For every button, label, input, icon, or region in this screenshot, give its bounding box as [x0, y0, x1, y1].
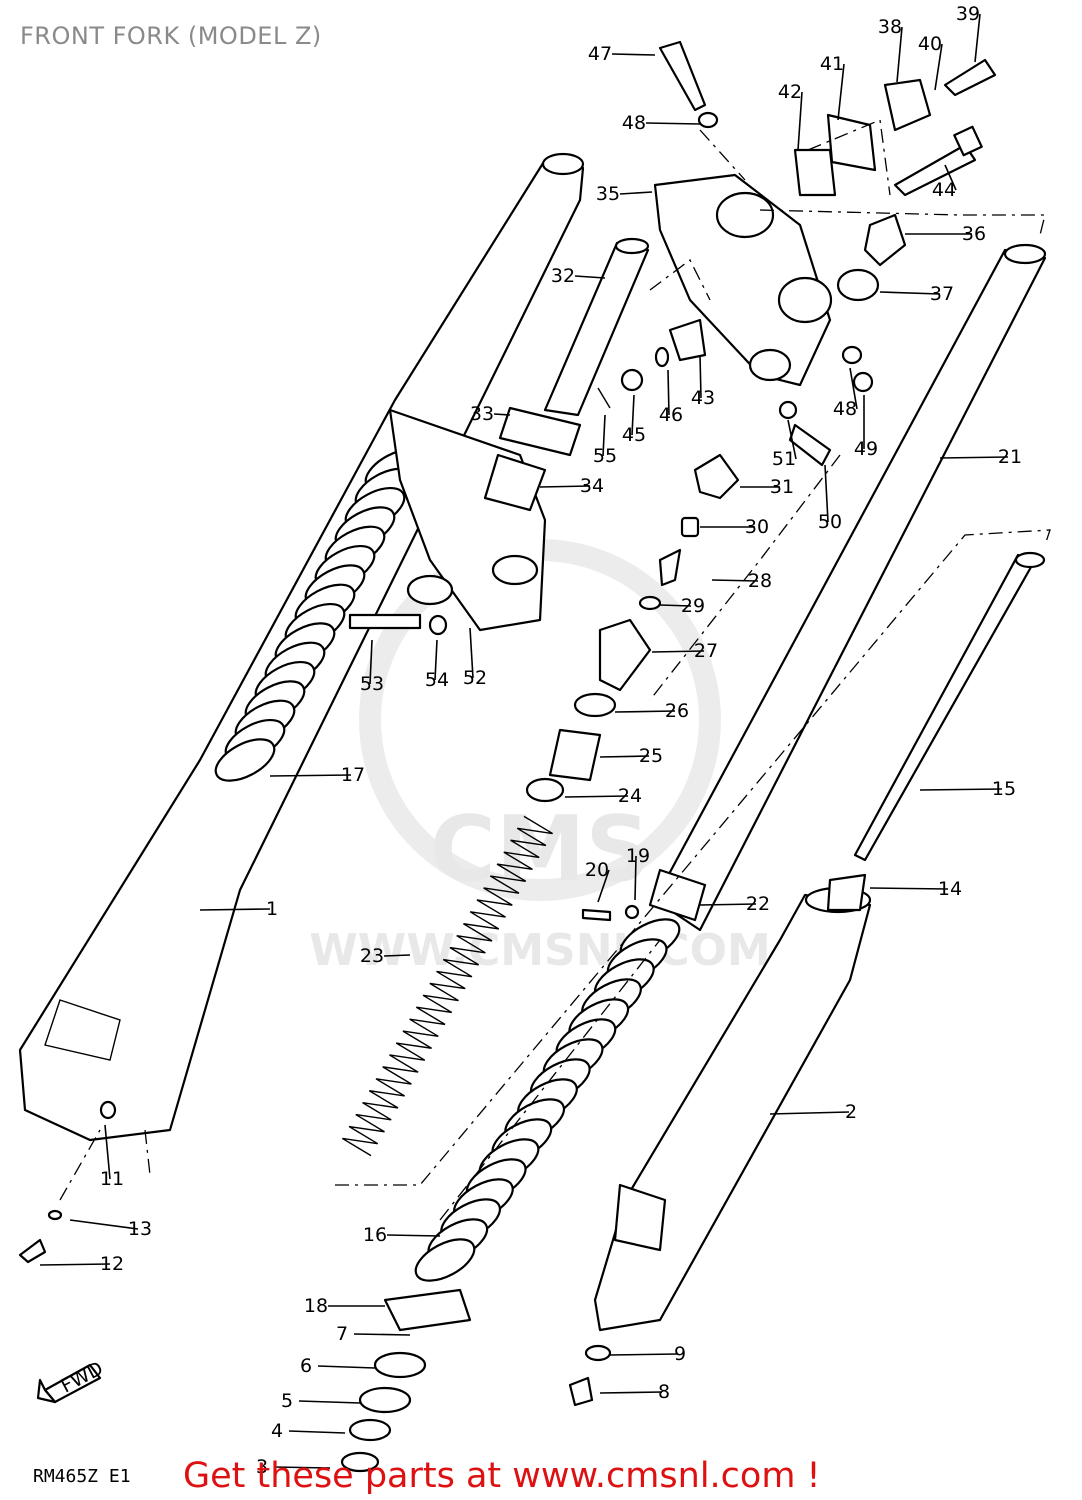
part-26-o-ring [573, 692, 617, 718]
callout-22: 22 [746, 893, 770, 915]
part-47-bolt [658, 40, 719, 129]
part-6-5-4-3-lower-seals [340, 1351, 427, 1473]
callout-19: 19 [626, 845, 650, 867]
assembly-guide-lines [59, 119, 1051, 1221]
callout-45: 45 [622, 424, 646, 446]
part-32-steering-stem [483, 237, 650, 512]
callout-34: 34 [580, 475, 604, 497]
callout-2: 2 [845, 1101, 857, 1123]
part-23-spring [342, 815, 553, 1157]
callout-54: 54 [425, 669, 449, 691]
callout-12: 12 [100, 1253, 124, 1275]
callout-38: 38 [878, 16, 902, 38]
callout-37: 37 [930, 283, 954, 305]
callout-14: 14 [938, 878, 962, 900]
watermark-logo-text: CMS [430, 797, 650, 902]
callout-51: 51 [772, 448, 796, 470]
callout-36: 36 [962, 223, 986, 245]
callout-7: 7 [336, 1323, 348, 1345]
part-19-20-small-bolts [581, 904, 640, 922]
callout-28: 28 [748, 570, 772, 592]
part-36-bolt [863, 213, 907, 267]
callout-26: 26 [665, 700, 689, 722]
part-27-cap-bolt [598, 618, 652, 692]
part-35-upper-bracket [653, 173, 833, 387]
callout-29: 29 [681, 595, 705, 617]
diagram-title: FRONT FORK (MODEL Z) [20, 22, 322, 50]
part-28-air-valve [658, 548, 682, 587]
diagram-code: RM465Z E1 [33, 1466, 131, 1487]
part-2-right-outer-tube [593, 873, 872, 1332]
callout-20: 20 [585, 859, 609, 881]
part-21-right-inner-tube [648, 243, 1047, 932]
part-44-bolt [893, 125, 983, 197]
part-29-o-ring [638, 595, 662, 611]
callout-40: 40 [918, 33, 942, 55]
part-48-49-50-51-hardware [778, 345, 874, 467]
fwd-arrow-badge: FWD [36, 1357, 107, 1404]
part-17-left-fork-boot [214, 448, 426, 782]
callout-9: 9 [674, 1343, 686, 1365]
part-41-42-handlebar-holders [793, 78, 932, 197]
callout-55: 55 [593, 445, 617, 467]
callout-16: 16 [363, 1224, 387, 1246]
callout-43: 43 [691, 387, 715, 409]
callout-25: 25 [639, 745, 663, 767]
watermark-url-text: WWW.CMSNL.COM [309, 925, 771, 976]
callout-48: 48 [622, 112, 646, 134]
callout-50: 50 [818, 511, 842, 533]
part-15-damper-rod [853, 551, 1046, 862]
callout-44: 44 [932, 179, 956, 201]
callout-35: 35 [596, 183, 620, 205]
part-11-12-13-hardware [18, 1100, 117, 1264]
part-18-7-boot-clamp [383, 1288, 472, 1332]
callout-47: 47 [588, 43, 612, 65]
callout-41: 41 [820, 53, 844, 75]
callout-48: 48 [833, 398, 857, 420]
callout-8: 8 [658, 1381, 670, 1403]
callout-31: 31 [770, 476, 794, 498]
part-25-spacer [548, 728, 602, 782]
part-30-cap [680, 516, 700, 538]
callout-5: 5 [281, 1390, 293, 1412]
watermark: CMS WWW.CMSNL.COM [309, 539, 771, 976]
callout-42: 42 [778, 81, 802, 103]
callout-21: 21 [998, 446, 1022, 468]
callout-27: 27 [694, 640, 718, 662]
callout-1: 1 [266, 898, 278, 920]
fwd-label: FWD [57, 1357, 106, 1397]
part-31-cap [693, 453, 740, 500]
callout-33: 33 [470, 403, 494, 425]
buy-parts-link[interactable]: Get these parts at www.cmsnl.com ! [183, 1456, 821, 1496]
callout-32: 32 [551, 265, 575, 287]
callout-49: 49 [854, 438, 878, 460]
part-43-45-46-small-parts [597, 318, 707, 409]
callout-13: 13 [128, 1218, 152, 1240]
part-24-seat [525, 777, 565, 803]
part-53-bolt [348, 613, 422, 630]
part-8-9-bolt-washer [568, 1344, 612, 1407]
callout-24: 24 [618, 785, 642, 807]
callout-11: 11 [100, 1168, 124, 1190]
callout-18: 18 [304, 1295, 328, 1317]
callout-30: 30 [745, 516, 769, 538]
part-39-bolt [943, 58, 997, 97]
callout-6: 6 [300, 1355, 312, 1377]
callout-46: 46 [659, 404, 683, 426]
callout-17: 17 [341, 764, 365, 786]
callout-53: 53 [360, 673, 384, 695]
part-54-washer [428, 614, 448, 636]
callout-52: 52 [463, 667, 487, 689]
callout-39: 39 [956, 3, 980, 25]
callout-4: 4 [271, 1420, 283, 1442]
callout-23: 23 [360, 945, 384, 967]
callout-3: 3 [256, 1456, 268, 1478]
callout-15: 15 [992, 778, 1016, 800]
part-37-washer [836, 268, 880, 302]
